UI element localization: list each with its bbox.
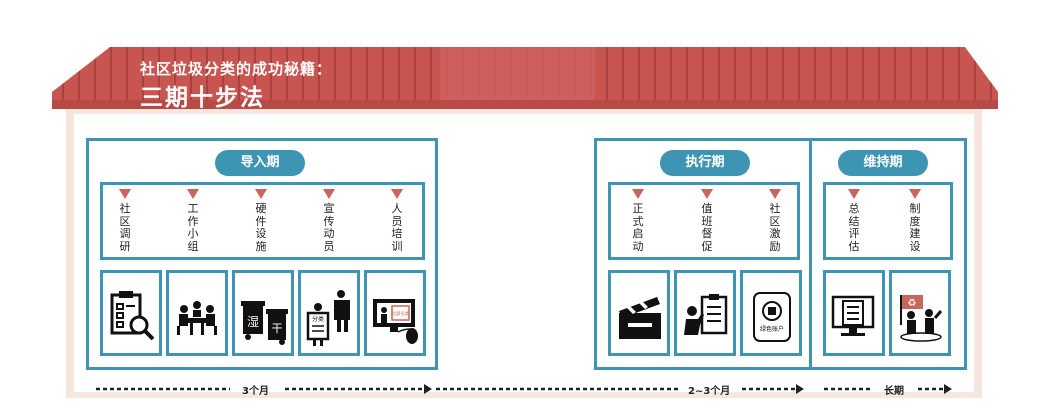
reward-card-icon: 绿色账户 xyxy=(753,292,791,342)
card-duty-supervision xyxy=(674,270,736,356)
timeline-label-intro: 3个月 xyxy=(242,386,269,397)
card-hardware: 湿 干 xyxy=(232,270,294,356)
card-survey xyxy=(100,270,162,356)
svg-text:♻: ♻ xyxy=(908,298,917,309)
wet-dry-bins-icon: 湿 干 xyxy=(241,301,288,345)
inspector-checklist-icon xyxy=(684,294,728,335)
step-launch: 正式启动 xyxy=(630,189,646,253)
wet-label: 湿 xyxy=(247,314,259,329)
step-work-group: 工作小组 xyxy=(185,189,201,253)
title-subtitle: 社区垃圾分类的成功秘籍： xyxy=(140,60,333,78)
step-system-building: 制度建设 xyxy=(907,189,923,253)
card-launch xyxy=(608,270,670,356)
timeline-label-execute: 2~3个月 xyxy=(688,386,731,397)
card-work-group xyxy=(166,270,228,356)
sort-label: 分类 xyxy=(312,315,324,323)
intro-phase-label: 导入期 xyxy=(215,150,305,176)
clapperboard-icon xyxy=(619,297,661,339)
step-training: 人员培训 xyxy=(389,189,405,253)
team-meeting-icon xyxy=(177,301,217,335)
card-community-incentive: 绿色账户 xyxy=(740,270,802,356)
timeline-label-maintain: 长期 xyxy=(884,386,904,397)
maintain-steps-box xyxy=(823,182,953,260)
maintain-phase-label: 维持期 xyxy=(838,150,928,176)
dry-label: 干 xyxy=(272,322,283,335)
step-survey: 社区调研 xyxy=(117,189,133,253)
phase-divider xyxy=(809,138,812,370)
step-duty-supervision: 值班督促 xyxy=(699,189,715,253)
step-community-incentive: 社区激励 xyxy=(767,189,783,253)
step-hardware: 硬件设施 xyxy=(253,189,269,253)
step-evaluation: 总结评估 xyxy=(846,189,862,253)
timeline-arrows xyxy=(96,384,952,394)
card-evaluation xyxy=(823,270,885,356)
recycling-flag-icon: ♻ xyxy=(900,295,943,342)
card-publicity: 分类 xyxy=(298,270,360,356)
page-title: 三期十步法 xyxy=(140,85,265,111)
promotion-boards-icon: 分类 xyxy=(306,290,350,346)
clipboard-search-icon xyxy=(110,291,155,341)
green-account-label: 绿色账户 xyxy=(760,325,784,333)
trash-sort-label: 垃圾分类 xyxy=(392,310,410,317)
execute-phase-label: 执行期 xyxy=(660,150,750,176)
step-publicity: 宣传动员 xyxy=(321,189,337,253)
card-system-building: ♻ xyxy=(889,270,951,356)
training-screen-icon: 垃圾分类 xyxy=(373,299,418,344)
report-monitor-icon xyxy=(831,295,875,336)
card-training: 垃圾分类 xyxy=(364,270,426,356)
